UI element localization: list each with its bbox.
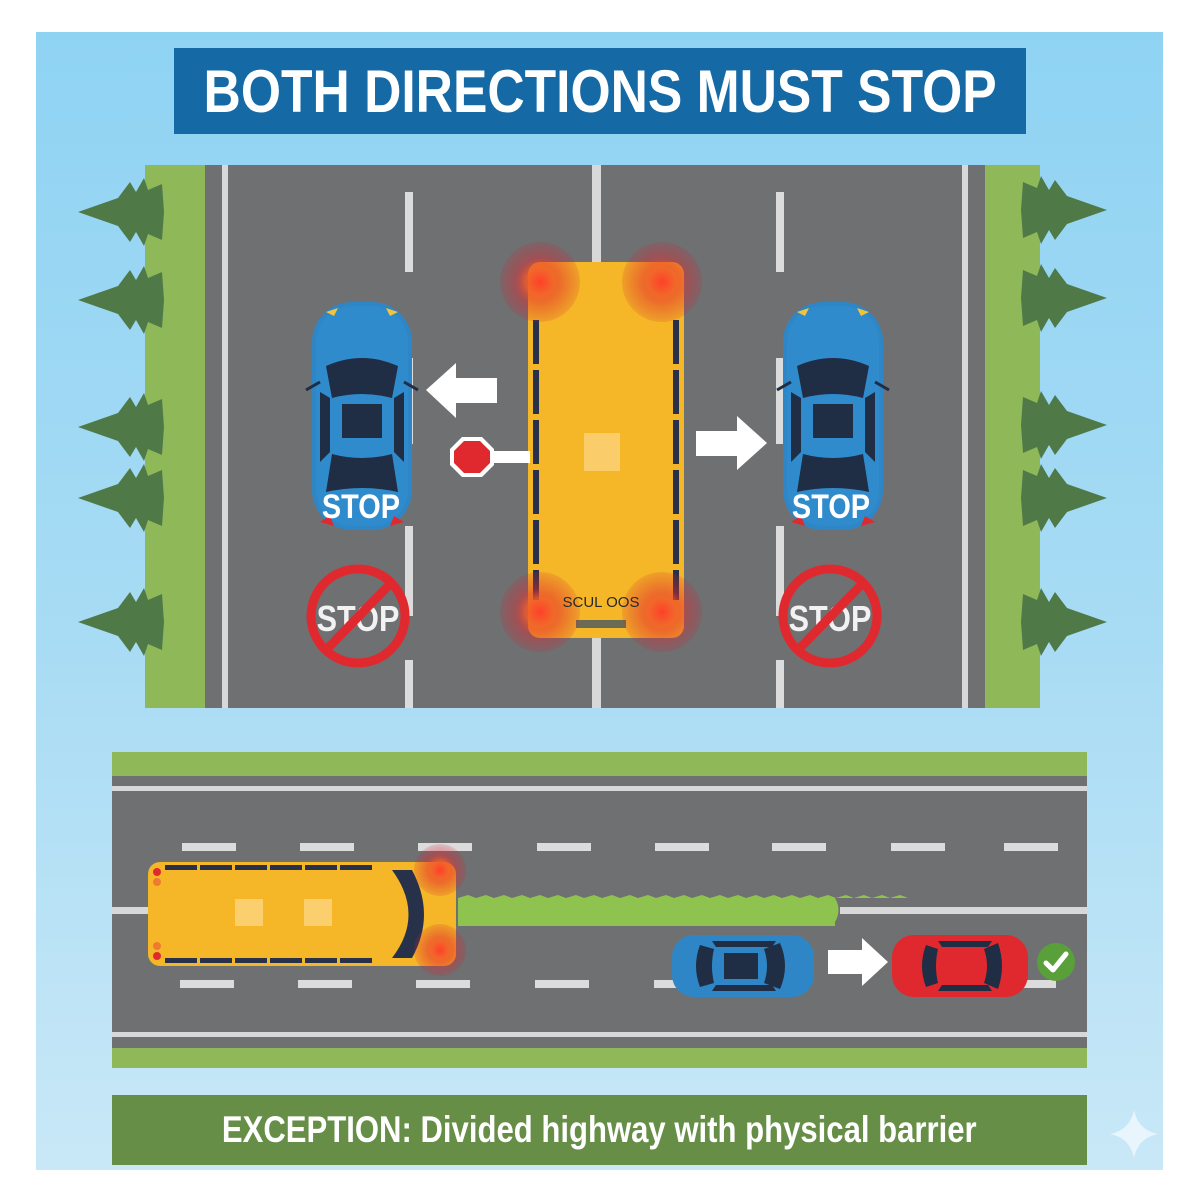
title-banner: BOTH DIRECTIONS MUST STOP	[174, 48, 1026, 134]
bus-label: SCUL OOS	[563, 594, 640, 611]
right-car-stop-label: STOP	[792, 487, 870, 526]
no-stop-left-icon: STOP	[306, 564, 410, 668]
bottom-red-car	[892, 935, 1028, 997]
stop-arm-icon	[450, 437, 530, 477]
arrow-right-bottom-icon	[828, 938, 888, 986]
exception-banner: EXCEPTION: Divided highway with physical…	[112, 1095, 1087, 1165]
sparkle-icon	[1110, 1110, 1158, 1158]
page-title: BOTH DIRECTIONS MUST STOP	[203, 57, 997, 125]
arrow-left-icon	[426, 363, 497, 418]
school-bus-top: SCUL OOS	[500, 242, 702, 652]
bottom-blue-car	[672, 935, 814, 997]
exception-label: EXCEPTION: Divided highway with physical…	[222, 1109, 977, 1150]
no-stop-right-icon: STOP	[778, 564, 882, 668]
school-bus-bottom	[148, 844, 466, 976]
left-car-stop-label: STOP	[322, 487, 400, 526]
checkmark-circle-icon	[1037, 943, 1075, 981]
bottom-scene	[112, 752, 1087, 1068]
arrow-right-icon	[696, 416, 767, 470]
